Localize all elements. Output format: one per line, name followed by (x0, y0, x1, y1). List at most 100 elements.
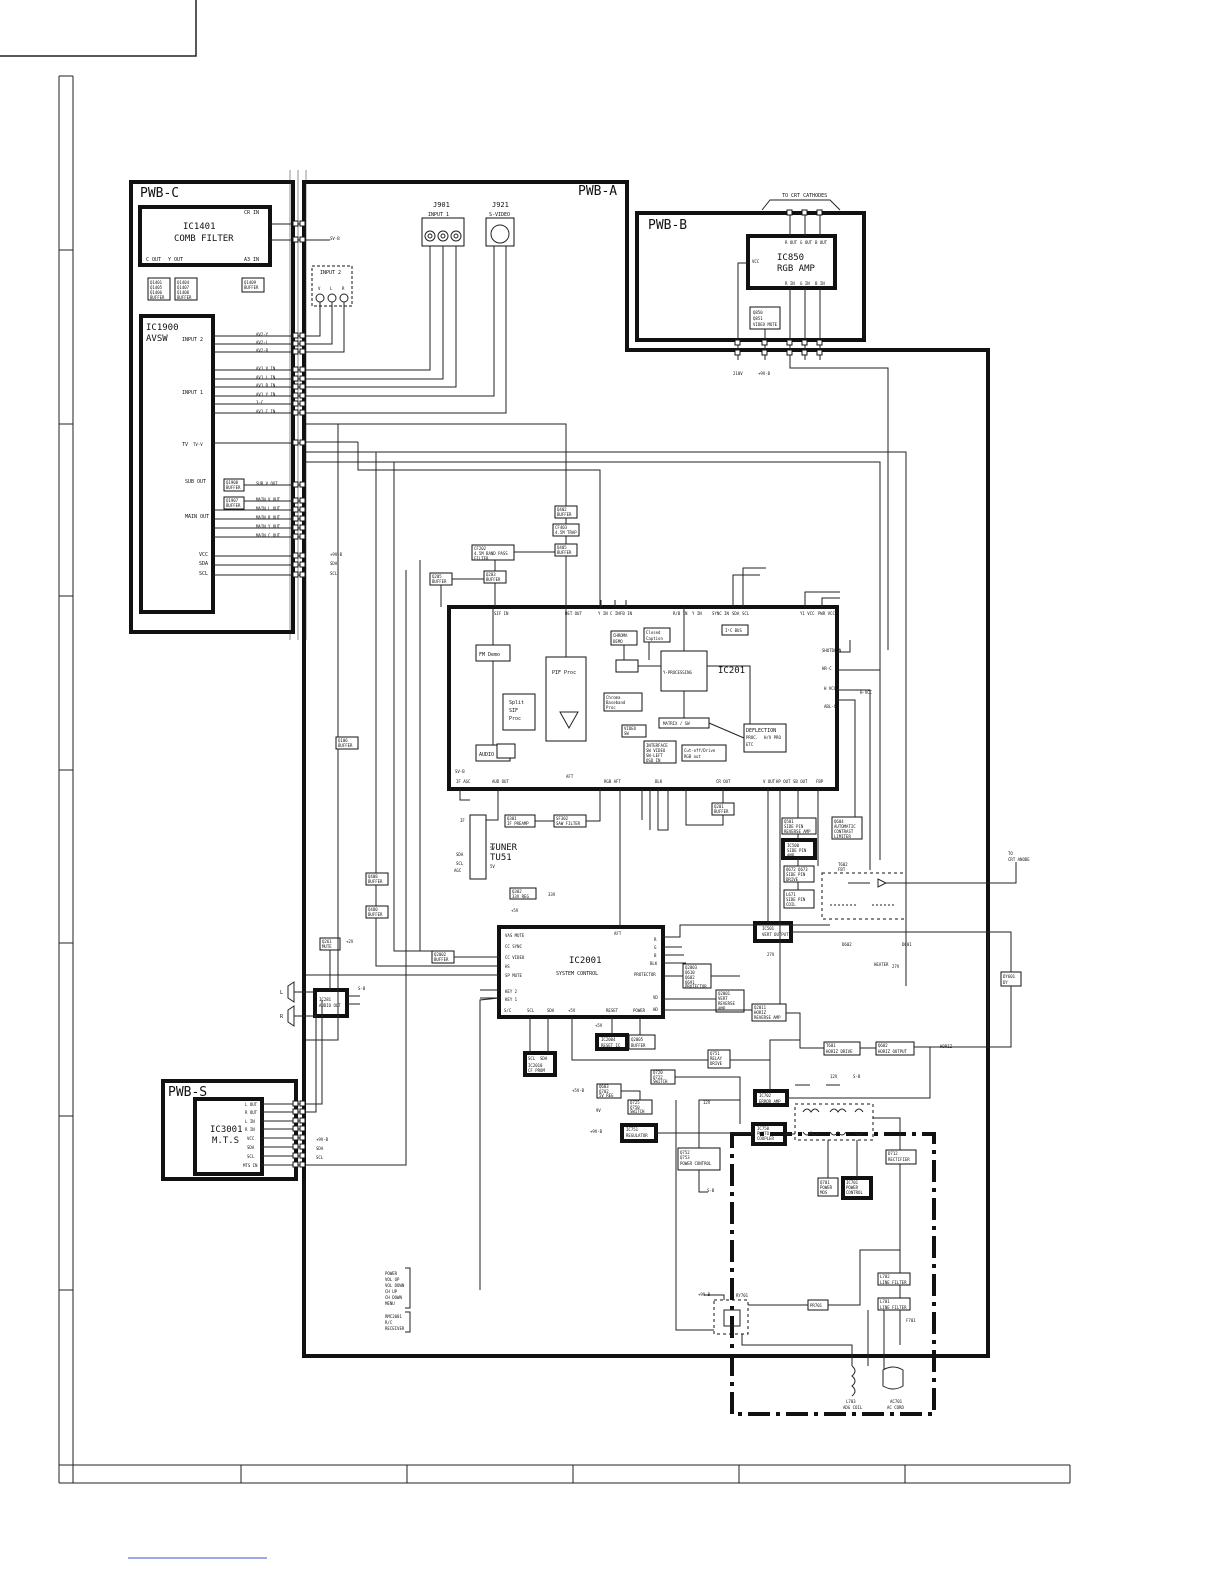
ic2010-prom: SCL SDA IC2010 CF PROM (523, 1051, 557, 1077)
svg-text:VOL DOWN: VOL DOWN (385, 1283, 405, 1288)
svg-text:SAW FILTER: SAW FILTER (556, 821, 581, 826)
svg-text:Q302: Q302 (512, 889, 522, 894)
svg-text:POWER: POWER (385, 1271, 398, 1276)
svg-text:SDA: SDA (247, 1145, 255, 1150)
cf403-trap: CF403 4.5M TRAP (552, 523, 580, 537)
svg-text:Q1406: Q1406 (150, 290, 163, 295)
svg-text:DY: DY (1003, 980, 1008, 985)
svg-text:L IN: L IN (245, 1119, 255, 1124)
svg-text:B: B (654, 953, 657, 958)
ac-input: L703 ADG COIL AC701 AC CORD (843, 1365, 904, 1410)
svg-text:AUDIO ATT: AUDIO ATT (479, 752, 506, 758)
svg-text:R: R (654, 937, 657, 942)
svg-text:TO: TO (1008, 851, 1013, 856)
svg-text:TV-V: TV-V (193, 442, 203, 447)
svg-text:SCL: SCL (199, 571, 208, 577)
svg-text:Q402: Q402 (557, 507, 567, 512)
svg-text:RGB AMP: RGB AMP (777, 264, 816, 274)
svg-text:REGULATOR: REGULATOR (626, 1133, 648, 1138)
svg-text:Q610: Q610 (685, 970, 695, 975)
svg-text:AC701: AC701 (890, 1399, 903, 1404)
cf202-bandpass: CF202 4.5M BAND PASS FILTER (471, 544, 515, 561)
svg-text:VD: VD (653, 995, 658, 1000)
svg-text:CC VIDEO: CC VIDEO (505, 955, 525, 960)
svg-text:AMP: AMP (718, 1006, 726, 1011)
pwb-a-label: PWB-A (578, 184, 617, 199)
svg-text:L701: L701 (880, 1299, 890, 1304)
svg-text:BUFFER: BUFFER (714, 809, 729, 814)
svg-text:INTERFACE: INTERFACE (646, 743, 668, 748)
speaker-left-label: L (280, 990, 283, 996)
svg-text:IC1900: IC1900 (146, 323, 179, 333)
svg-text:REVERSE: REVERSE (718, 1001, 735, 1006)
svg-text:Q850: Q850 (753, 310, 763, 315)
svg-text:Q2005: Q2005 (631, 1037, 644, 1042)
svg-text:Q1409: Q1409 (244, 280, 257, 285)
svg-text:Q1404: Q1404 (177, 280, 190, 285)
svg-text:VCC: VCC (752, 259, 760, 264)
svg-text:VCC: VCC (199, 552, 208, 558)
svg-text:J901: J901 (433, 201, 450, 209)
svg-text:IC850: IC850 (777, 253, 804, 263)
pwb-c-signal-labels: AV2-Y AV2-L AV2-R AV1 V IN AV1 L IN AV1 … (193, 236, 343, 576)
svg-text:IC201: IC201 (718, 666, 745, 676)
svg-text:Q1405: Q1405 (150, 285, 163, 290)
svg-text:Q501: Q501 (784, 819, 794, 824)
svg-text:BUFFER: BUFFER (631, 1043, 646, 1048)
svg-text:TO CRT CATHODES: TO CRT CATHODES (782, 193, 827, 199)
svg-text:PR701: PR701 (810, 1303, 823, 1308)
svg-text:H-VCC: H-VCC (860, 690, 873, 695)
svg-text:MAIN V OUT: MAIN V OUT (256, 497, 281, 502)
svg-text:CF403: CF403 (555, 525, 568, 530)
svg-text:Q702: Q702 (599, 1089, 609, 1094)
svg-text:IF PREAMP: IF PREAMP (507, 821, 529, 826)
d712-rectifier: D712 RECTIFIER (885, 1149, 917, 1165)
svg-text:RESET: RESET (606, 1008, 619, 1013)
svg-text:+5V: +5V (568, 1008, 576, 1013)
svg-text:CH DOWN: CH DOWN (385, 1295, 402, 1300)
q408-buffer: Q408 BUFFER (365, 872, 389, 886)
svg-text:CR OUT: CR OUT (716, 779, 731, 784)
ic201-block: IC201 SIF IN DET OUT Y IN C IN FB IN R/B… (447, 605, 873, 791)
pwb-s-label: PWB-S (168, 1085, 207, 1100)
q1907-buffer: Q1907 BUFFER (223, 496, 245, 510)
svg-text:BUFFER: BUFFER (150, 295, 165, 300)
power-supply-dashed-region (730, 1132, 936, 1416)
svg-text:HR-C: HR-C (822, 666, 832, 671)
q201-buffer: Q201 BUFFER (711, 802, 735, 816)
svg-text:BUFFER: BUFFER (557, 550, 572, 555)
svg-text:Q752: Q752 (680, 1150, 690, 1155)
q2001-vert-reverse: Q2001 VERT REVERSE AMP (715, 989, 745, 1013)
svg-text:REVERSE AMP: REVERSE AMP (784, 829, 811, 834)
svg-text:SDA: SDA (456, 852, 464, 857)
svg-text:RECEIVER: RECEIVER (385, 1326, 405, 1331)
svg-text:SW: SW (624, 731, 629, 736)
svg-text:FILTER: FILTER (474, 556, 489, 561)
ic3001-mts: IC3001 M.T.S L OUT R OUT L IN R IN VCC S… (193, 1097, 329, 1176)
svg-text:H/V PRO: H/V PRO (764, 735, 781, 740)
svg-text:33V REG: 33V REG (512, 894, 529, 899)
svg-text:5V: 5V (490, 846, 495, 851)
svg-text:AV1 R IN: AV1 R IN (256, 383, 276, 388)
svg-text:RESET IC: RESET IC (601, 1043, 621, 1048)
svg-text:Q722: Q722 (653, 1075, 663, 1080)
j901-input1-jack: J901 INPUT 1 (421, 201, 465, 247)
svg-text:B IN: B IN (815, 281, 825, 286)
svg-text:SV-B: SV-B (455, 769, 465, 774)
svg-text:+5V: +5V (511, 908, 519, 913)
svg-text:AV1 V IN: AV1 V IN (256, 366, 276, 371)
svg-text:AUDIO OUT: AUDIO OUT (319, 1003, 341, 1008)
svg-text:SIDE PIN: SIDE PIN (786, 872, 806, 877)
svg-text:POWER: POWER (820, 1185, 833, 1190)
svg-text:POWER CONTROL: POWER CONTROL (680, 1161, 712, 1166)
svg-text:IC3001: IC3001 (210, 1125, 243, 1135)
svg-text:CC SYNC: CC SYNC (505, 944, 522, 949)
svg-text:DRIVE: DRIVE (786, 877, 799, 882)
svg-text:AFT: AFT (566, 774, 574, 779)
svg-text:RGB out: RGB out (684, 754, 701, 759)
svg-text:B OUT: B OUT (815, 240, 828, 245)
svg-text:Q106: Q106 (338, 738, 348, 743)
svg-text:AFT: AFT (614, 931, 622, 936)
svg-text:CR IN: CR IN (244, 210, 259, 216)
